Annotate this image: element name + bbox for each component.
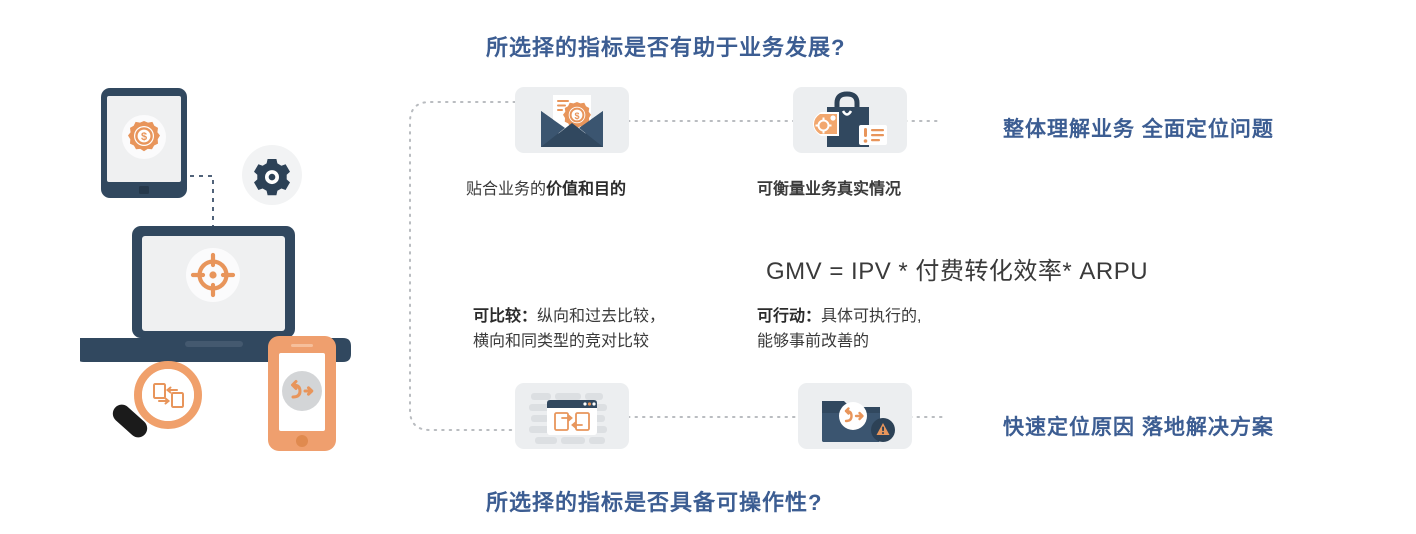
caption-3-line1: 纵向和过去比较，	[537, 308, 666, 325]
laptop-device	[80, 226, 351, 362]
tablet-device: $	[101, 88, 187, 198]
caption-1-bold: 价值和目的	[546, 181, 627, 198]
money-seal-badge-icon: $	[122, 115, 166, 159]
heading-bottom: 所选择的指标是否具备可操作性?	[486, 490, 823, 515]
tile-browser-exchange	[515, 383, 629, 449]
tile-envelope: $	[515, 87, 629, 153]
folder-transfer-with-warning-icon	[822, 401, 895, 442]
gmv-formula: GMV = IPV * 付费转化效率* ARPU	[766, 258, 1149, 285]
gear-icon	[242, 145, 302, 205]
magnifying-glass-document-exchange-icon	[112, 361, 202, 438]
dotted-connector-tile1-tile2	[628, 120, 797, 122]
shopping-bag-with-tag-and-alert-icon	[813, 91, 887, 147]
caption-measurable: 可衡量业务真实情况	[757, 181, 902, 198]
dotted-bracket-connector	[409, 101, 516, 431]
dotted-connector-tile3-tile4	[628, 416, 801, 418]
data-transfer-arrows-icon	[282, 371, 322, 411]
caption-comparable: 可比较：纵向和过去比较， 横向和同类型的竞对比较	[473, 304, 665, 354]
dotted-connector-tablet-laptop	[190, 175, 214, 226]
dotted-connector-tile4-side	[910, 416, 947, 418]
dotted-connector-tile2-side	[905, 120, 942, 122]
caption-1-plain: 贴合业务的	[466, 181, 547, 198]
caption-3-bold: 可比较：	[473, 308, 538, 325]
browser-window-document-exchange-icon	[529, 393, 607, 444]
caption-actionable: 可行动：具体可执行的, 能够事前改善的	[757, 304, 921, 354]
tile-shopping-bag	[793, 87, 907, 153]
svg-text:$: $	[574, 111, 579, 121]
side-heading-bottom: 快速定位原因 落地解决方案	[1003, 416, 1274, 439]
open-envelope-with-money-seal-icon: $	[541, 95, 603, 147]
devices-illustration: $	[80, 88, 351, 451]
caption-4-line1: 具体可执行的,	[821, 308, 922, 325]
target-crosshair-icon	[186, 248, 240, 302]
tile-folder-transfer	[798, 383, 912, 449]
caption-4-line2: 能够事前改善的	[757, 333, 870, 350]
caption-4-bold: 可行动：	[757, 308, 822, 325]
phone-device	[268, 336, 336, 451]
svg-text:$: $	[141, 131, 147, 143]
side-heading-top: 整体理解业务 全面定位问题	[1003, 118, 1274, 141]
caption-value-purpose: 贴合业务的价值和目的	[466, 178, 626, 202]
caption-3-line2: 横向和同类型的竞对比较	[473, 333, 650, 350]
heading-top: 所选择的指标是否有助于业务发展?	[486, 35, 846, 60]
